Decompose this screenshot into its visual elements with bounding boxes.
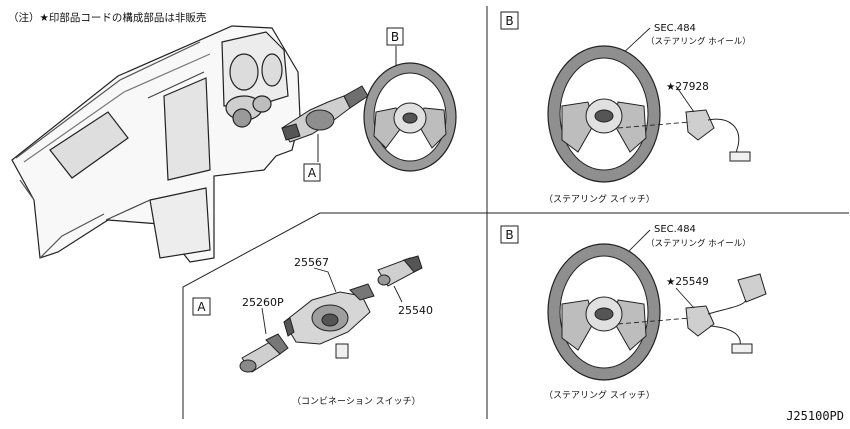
switch-25540 [377, 255, 423, 287]
panel-b-top-ref-label: B [505, 14, 513, 28]
sec-ref-bottom: SEC.484 [654, 224, 696, 235]
sec-caption-top: （ステアリング ホイール） [646, 36, 751, 47]
part-25260p: 25260P [242, 296, 284, 309]
drawing-code: J25100PD [786, 409, 844, 423]
panel-a-caption: （コンビネーション スイッチ） [292, 396, 421, 407]
panel-b-top-caption: （ステアリング スイッチ） [544, 193, 655, 205]
panel-b-bottom-caption: （ステアリング スイッチ） [544, 389, 655, 401]
part-25540: 25540 [398, 304, 433, 317]
panel-a: A 25567 25260P 25540 [192, 255, 433, 407]
label-box-a-overview: A [303, 163, 321, 182]
panel-b-bottom-ref-label: B [505, 228, 513, 242]
panel-b-bottom: B SEC.484 （ステアリング ホイール） ★25549 （ステアリング ス… [500, 224, 767, 401]
part-25549: ★25549 [666, 276, 709, 288]
steering-wheel-top [547, 45, 661, 183]
header-note: （注）★印部品コードの構成部品は非販売 [8, 11, 206, 24]
svg-text:A: A [308, 166, 317, 180]
steering-wheel-overview [363, 46, 457, 172]
sec-caption-bottom: （ステアリング ホイール） [646, 238, 751, 249]
panel-b-top: B SEC.484 （ステアリング ホイール） ★27928 （ステアリング ス… [500, 11, 751, 205]
panel-a-ref-label: A [197, 300, 206, 314]
svg-text:B: B [391, 30, 399, 44]
steering-switch-25549 [685, 273, 767, 354]
steering-wheel-bottom [547, 243, 661, 381]
steering-switch-27928 [685, 109, 751, 162]
switch-stalk-25260p [239, 333, 289, 373]
label-box-b-overview: B [386, 27, 404, 46]
part-27928: ★27928 [666, 81, 709, 93]
dashboard-illustration [11, 25, 301, 263]
part-25567: 25567 [294, 256, 329, 269]
sec-ref-top: SEC.484 [654, 23, 696, 34]
panel-dividers [182, 6, 849, 419]
combination-switch-body [283, 283, 375, 359]
